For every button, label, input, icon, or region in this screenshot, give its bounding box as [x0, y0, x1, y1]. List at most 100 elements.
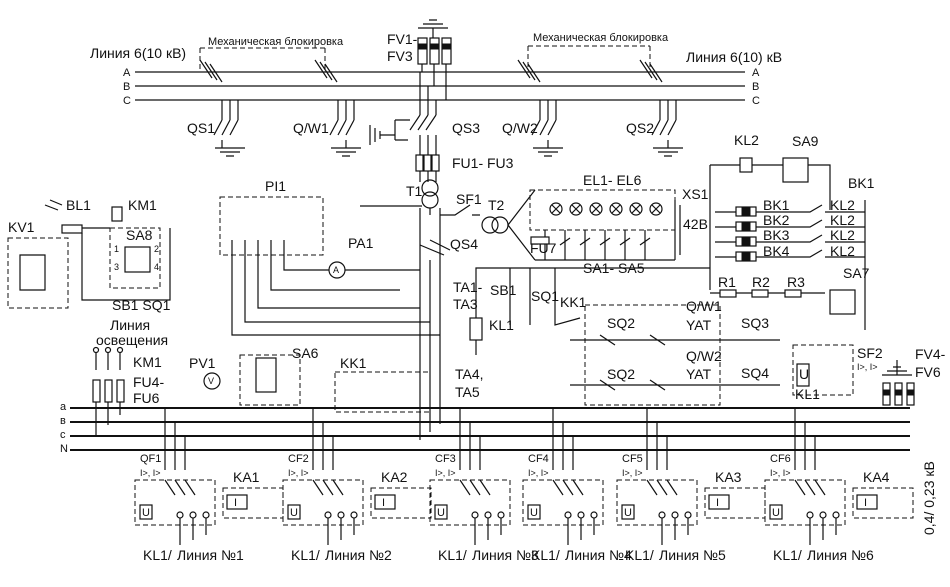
svg-text:QS1: QS1	[187, 120, 215, 136]
svg-text:TA3: TA3	[453, 296, 478, 312]
svg-text:PV1: PV1	[189, 355, 216, 371]
svg-text:SA8: SA8	[126, 227, 153, 243]
mech-interlock-right-line	[527, 45, 651, 70]
phase-b-right: B	[752, 81, 759, 93]
svg-text:U: U	[799, 366, 809, 382]
svg-text:A: A	[333, 265, 339, 275]
svg-text:SQ2: SQ2	[607, 366, 635, 382]
svg-text:PI1: PI1	[265, 178, 286, 194]
feeder-u-label: U	[772, 507, 780, 519]
lamps	[549, 202, 663, 216]
svg-text:SA6: SA6	[292, 345, 319, 361]
feeder-qf-label: CF5	[622, 453, 643, 465]
svg-text:SA7: SA7	[843, 265, 870, 281]
feeder-kl-label: KL1/	[291, 547, 320, 563]
svg-text:4: 4	[154, 262, 159, 272]
lighting-transformer: SF1 T2 EL1- EL6 SA1- SA5 FU7 XS1 42В	[419, 172, 709, 276]
svg-text:QS3: QS3	[452, 120, 480, 136]
svg-text:FV6: FV6	[915, 364, 941, 380]
svg-text:KL2: KL2	[830, 243, 855, 259]
svg-text:QS2: QS2	[626, 120, 654, 136]
svg-text:1: 1	[114, 244, 119, 254]
svg-text:KL2: KL2	[830, 197, 855, 213]
feeder-ka-label: KA4	[863, 469, 890, 485]
phase-c-left: C	[123, 95, 131, 107]
svg-text:FV1-: FV1-	[387, 31, 418, 47]
phase-c-right: C	[752, 95, 760, 107]
svg-text:SB1 SQ1: SB1 SQ1	[112, 297, 171, 313]
svg-text:Q/W2: Q/W2	[502, 120, 538, 136]
svg-text:FU1- FU3: FU1- FU3	[452, 155, 514, 171]
mech-interlock-left: Механическая блокировка	[208, 36, 344, 48]
switch-group-right	[517, 59, 663, 83]
feeder-qf-label: CF6	[770, 453, 791, 465]
svg-text:SQ2: SQ2	[607, 315, 635, 331]
feeder-line-label: Линия №6	[807, 547, 874, 563]
svg-text:SF2: SF2	[857, 345, 883, 361]
svg-text:TA4,: TA4,	[455, 366, 484, 382]
surge-arresters-fv1-fv3: FV1- FV3	[387, 19, 452, 100]
feeder-line-label: Линия №5	[659, 547, 726, 563]
svg-text:T1: T1	[406, 183, 423, 199]
earthing-qw2: Q/W2	[502, 100, 563, 157]
earthing-qs2: QS2	[626, 100, 683, 157]
feeder-line-label: Линия №2	[325, 547, 392, 563]
feeder-ka-label: KA3	[715, 469, 742, 485]
switch-group-left	[199, 59, 338, 83]
earthing-qw1: Q/W1	[293, 100, 361, 157]
line-right-label: Линия 6(10) кВ	[686, 49, 782, 65]
svg-text:KK1: KK1	[340, 355, 367, 371]
svg-text:KL2: KL2	[830, 227, 855, 243]
feeder-line-label: Линия №3	[472, 547, 539, 563]
svg-text:YAT: YAT	[686, 366, 712, 382]
feeder-i-label: I	[234, 497, 237, 509]
feeder-qf-label: CF3	[435, 453, 456, 465]
svg-text:KM1: KM1	[128, 197, 157, 213]
svg-text:FV3: FV3	[387, 48, 413, 64]
feeder-sym-label: I>, I>	[288, 468, 309, 478]
svg-text:KL1: KL1	[795, 386, 820, 402]
svg-text:42В: 42В	[683, 216, 708, 232]
feeder-i-label: I	[864, 497, 867, 509]
svg-text:KL2: KL2	[734, 132, 759, 148]
feeder-ka-label: KA2	[381, 469, 408, 485]
phase-a-left: A	[123, 67, 131, 79]
svg-text:3: 3	[114, 262, 119, 272]
svg-text:SF1: SF1	[456, 191, 482, 207]
hv-section: Линия 6(10 кВ) Линия 6(10) кВ A B C A B …	[90, 19, 782, 276]
feeder-ka-label: KA1	[233, 469, 260, 485]
svg-text:T2: T2	[488, 197, 505, 213]
svg-text:BL1: BL1	[66, 197, 91, 213]
qs3-fu-t1: QS3 FU1- FU3 T1	[360, 72, 514, 260]
earthing-qs1: QS1	[187, 100, 245, 157]
line-left-label: Линия 6(10 кВ)	[90, 45, 186, 61]
svg-text:QS4: QS4	[450, 236, 478, 252]
lv-bus: a в с N 0,4/ 0,23 кВ	[60, 401, 937, 535]
svg-text:N: N	[60, 443, 68, 455]
svg-text:KK1: KK1	[560, 294, 587, 310]
svg-text:SQ1: SQ1	[531, 288, 559, 304]
svg-text:KL2: KL2	[830, 212, 855, 228]
svg-text:a: a	[60, 401, 67, 413]
svg-text:TA1-: TA1-	[453, 279, 483, 295]
svg-text:BK1: BK1	[848, 175, 875, 191]
svg-text:освещения: освещения	[96, 332, 168, 348]
svg-text:XS1: XS1	[682, 186, 709, 202]
svg-text:FU6: FU6	[133, 390, 160, 406]
svg-text:Q/W1: Q/W1	[686, 298, 722, 314]
svg-text:в: в	[60, 415, 66, 427]
svg-text:SQ3: SQ3	[741, 315, 769, 331]
svg-text:FU7: FU7	[530, 240, 557, 256]
phase-b-left: B	[123, 81, 130, 93]
svg-text:BK3: BK3	[763, 227, 790, 243]
svg-text:R2: R2	[752, 274, 770, 290]
svg-text:V: V	[208, 376, 214, 386]
svg-text:EL1- EL6: EL1- EL6	[583, 172, 642, 188]
switching-control: SB1 SQ1 KK1 KL1 Q/W1 SQ2 YAT SQ3 Q/W2 SQ…	[469, 267, 780, 406]
